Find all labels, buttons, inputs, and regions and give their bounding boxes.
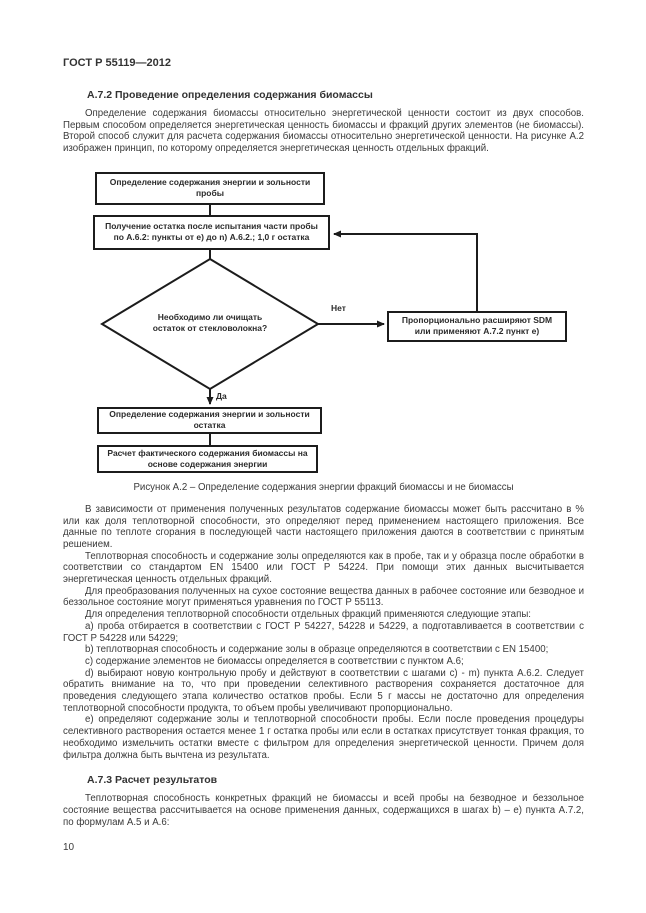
list-item-b: b) теплотворная способность и содержание…	[85, 644, 549, 656]
section-heading-a72: А.7.2 Проведение определения содержания …	[87, 89, 373, 101]
flowchart-figure: Определение содержания энергии и зольнос…	[0, 171, 646, 475]
paragraph-results-usage: В зависимости от применения полученных р…	[63, 503, 584, 550]
list-item-c: c) содержание элементов не биомассы опре…	[85, 655, 464, 667]
flowchart-label-no: Нет	[331, 302, 346, 313]
list-item-e: e) определяют содержание золы и теплотво…	[63, 714, 584, 761]
flowchart-decision-text: Необходимо ли очищать остаток от стеклов…	[152, 311, 268, 334]
connector-feedback-arrow	[333, 230, 478, 311]
flowchart-label-yes: Да	[216, 390, 227, 401]
paragraph-conversion: Для преобразования полученных на сухое с…	[63, 585, 584, 609]
list-item-a: a) проба отбирается в соответствии с ГОС…	[63, 620, 584, 644]
figure-caption: Рисунок А.2 – Определение содержания эне…	[133, 481, 514, 493]
paragraph-intro: Определение содержания биомассы относите…	[63, 108, 584, 155]
flowchart-box-determine-sample: Определение содержания энергии и зольнос…	[95, 171, 325, 205]
paragraph-a73-calc: Теплотворная способность конкретных фрак…	[63, 793, 584, 828]
flowchart-connectors	[100, 204, 478, 445]
paragraph-stages-intro: Для определения теплотворной способности…	[85, 609, 531, 621]
flowchart-box-calc-biomass: Расчет фактического содержания биомассы …	[97, 444, 318, 473]
flowchart-box-obtain-residue: Получение остатка после испытания части …	[93, 214, 330, 250]
page-number: 10	[63, 842, 75, 854]
flowchart-box-expand-sdm: Пропорционально расширяют SDM или примен…	[387, 310, 567, 342]
list-item-d: d) выбирают новую контрольную пробу и де…	[63, 667, 584, 714]
paragraph-calorific-ash: Теплотворная способность и содержание зо…	[63, 550, 584, 586]
doc-number-header: ГОСТ Р 55119—2012	[63, 57, 171, 69]
section-heading-a73: А.7.3 Расчет результатов	[87, 774, 218, 787]
flowchart-box-determine-residue: Определение содержания энергии и зольнос…	[97, 406, 322, 434]
